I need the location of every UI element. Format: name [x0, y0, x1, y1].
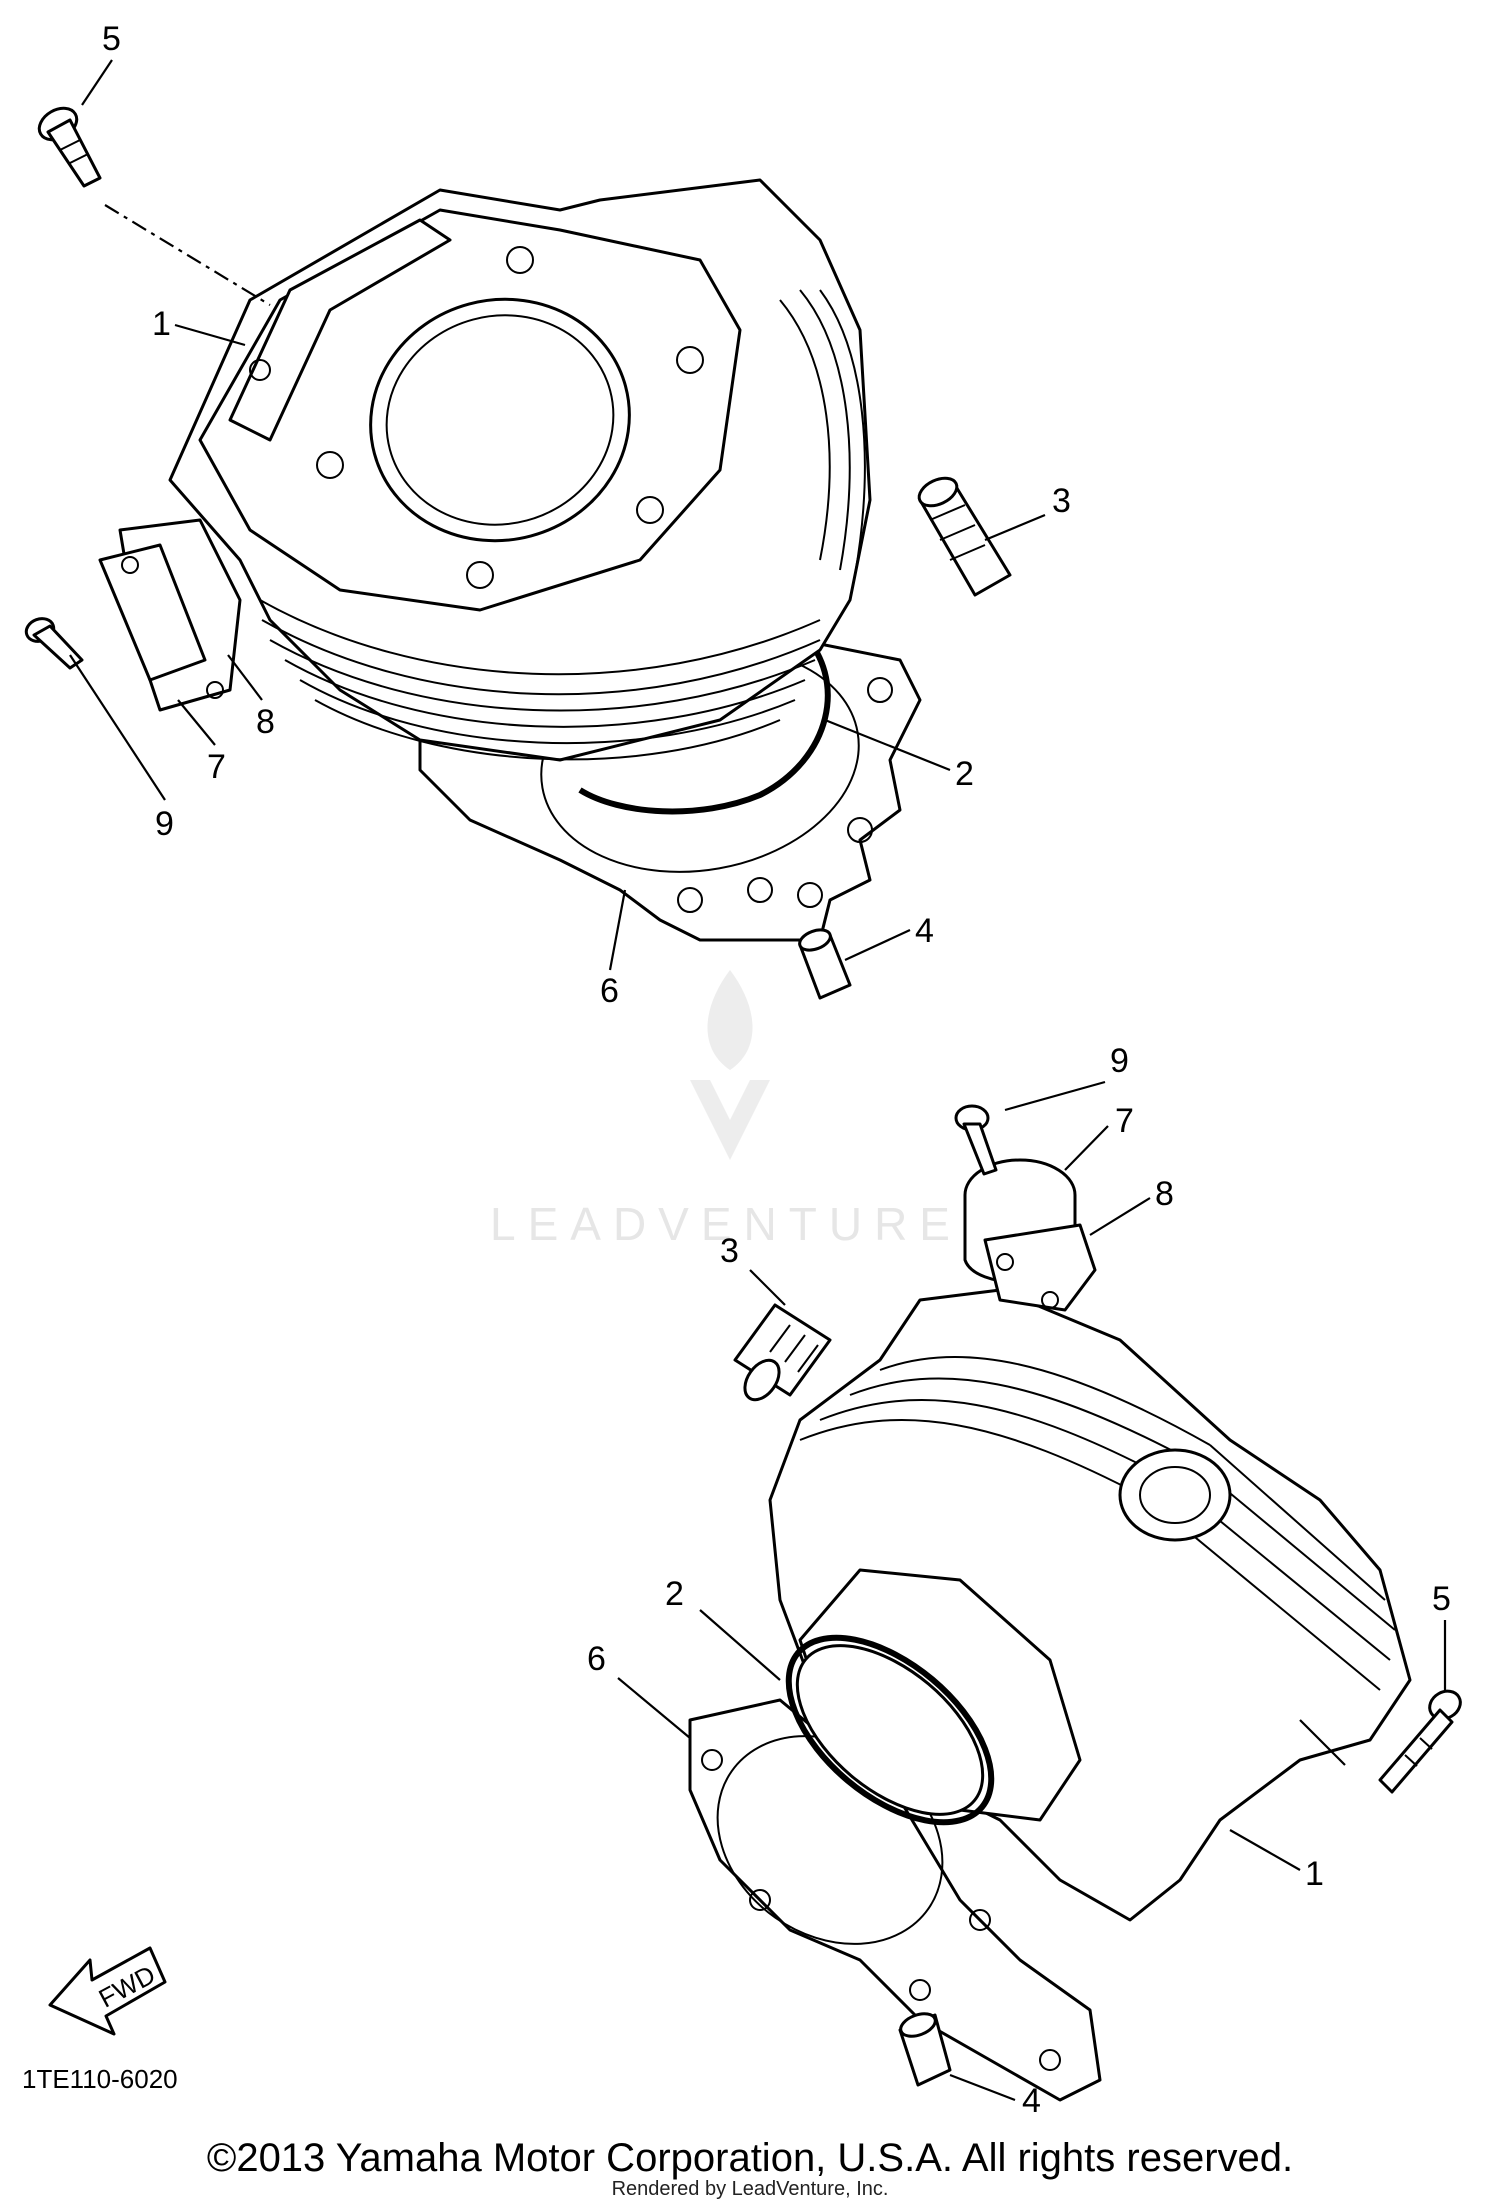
lower-label-5: 5	[1432, 1580, 1451, 1618]
lower-label-4: 4	[1022, 2082, 1041, 2120]
rendered-by-notice: Rendered by LeadVenture, Inc.	[611, 2178, 889, 2200]
diagram-code: 1TE110-6020	[22, 2064, 178, 2094]
copyright-notice: ©2013 Yamaha Motor Corporation, U.S.A. A…	[206, 2136, 1294, 2180]
lower-bolt-5	[1378, 1689, 1462, 1794]
upper-o-ring	[578, 627, 831, 815]
upper-label-3: 3	[1052, 482, 1071, 520]
upper-cylinder-assembly: 5 1 3 2 4 6 8 7 9	[24, 20, 1071, 1010]
upper-leader-lines	[69, 59, 1046, 971]
upper-label-4: 4	[915, 912, 934, 950]
lower-label-9: 9	[1110, 1042, 1129, 1080]
lower-dowel-pin-4	[898, 2012, 952, 2087]
lower-dowel-pin-3	[733, 1303, 832, 1402]
upper-label-5: 5	[102, 20, 121, 58]
upper-dowel-pin-3	[917, 476, 1012, 597]
upper-dowel-pin-4	[798, 928, 852, 1000]
lower-leader-lines	[617, 1080, 1447, 2102]
upper-label-2: 2	[955, 755, 974, 793]
lower-cap-bolt-9	[954, 1104, 998, 1176]
lower-cylinder-body	[768, 1288, 1412, 1922]
upper-label-1: 1	[152, 305, 171, 343]
lower-label-7: 7	[1115, 1102, 1134, 1140]
lower-cap-and-gasket	[963, 1158, 1097, 1312]
lower-label-6: 6	[587, 1640, 606, 1678]
leadventure-watermark: LEADVENTURE	[490, 970, 962, 1250]
lower-cylinder-assembly: 9 7 8 3 2 6 5 1 4	[587, 1042, 1462, 2120]
upper-cap-bolt-9	[24, 617, 84, 670]
forward-arrow-icon: FWD	[48, 1946, 167, 2036]
lower-label-1: 1	[1305, 1855, 1324, 1893]
upper-cap-and-gasket	[98, 518, 242, 712]
upper-cylinder-body	[168, 178, 872, 762]
upper-label-9: 9	[155, 805, 174, 843]
upper-label-8: 8	[256, 703, 275, 741]
upper-bolt-5	[37, 106, 102, 188]
lower-label-2: 2	[665, 1575, 684, 1613]
upper-label-7: 7	[207, 748, 226, 786]
lower-label-3: 3	[720, 1232, 739, 1270]
watermark-text: LEADVENTURE	[490, 1198, 962, 1250]
lower-o-ring	[785, 1634, 995, 1826]
upper-label-6: 6	[600, 972, 619, 1010]
lower-label-8: 8	[1155, 1175, 1174, 1213]
